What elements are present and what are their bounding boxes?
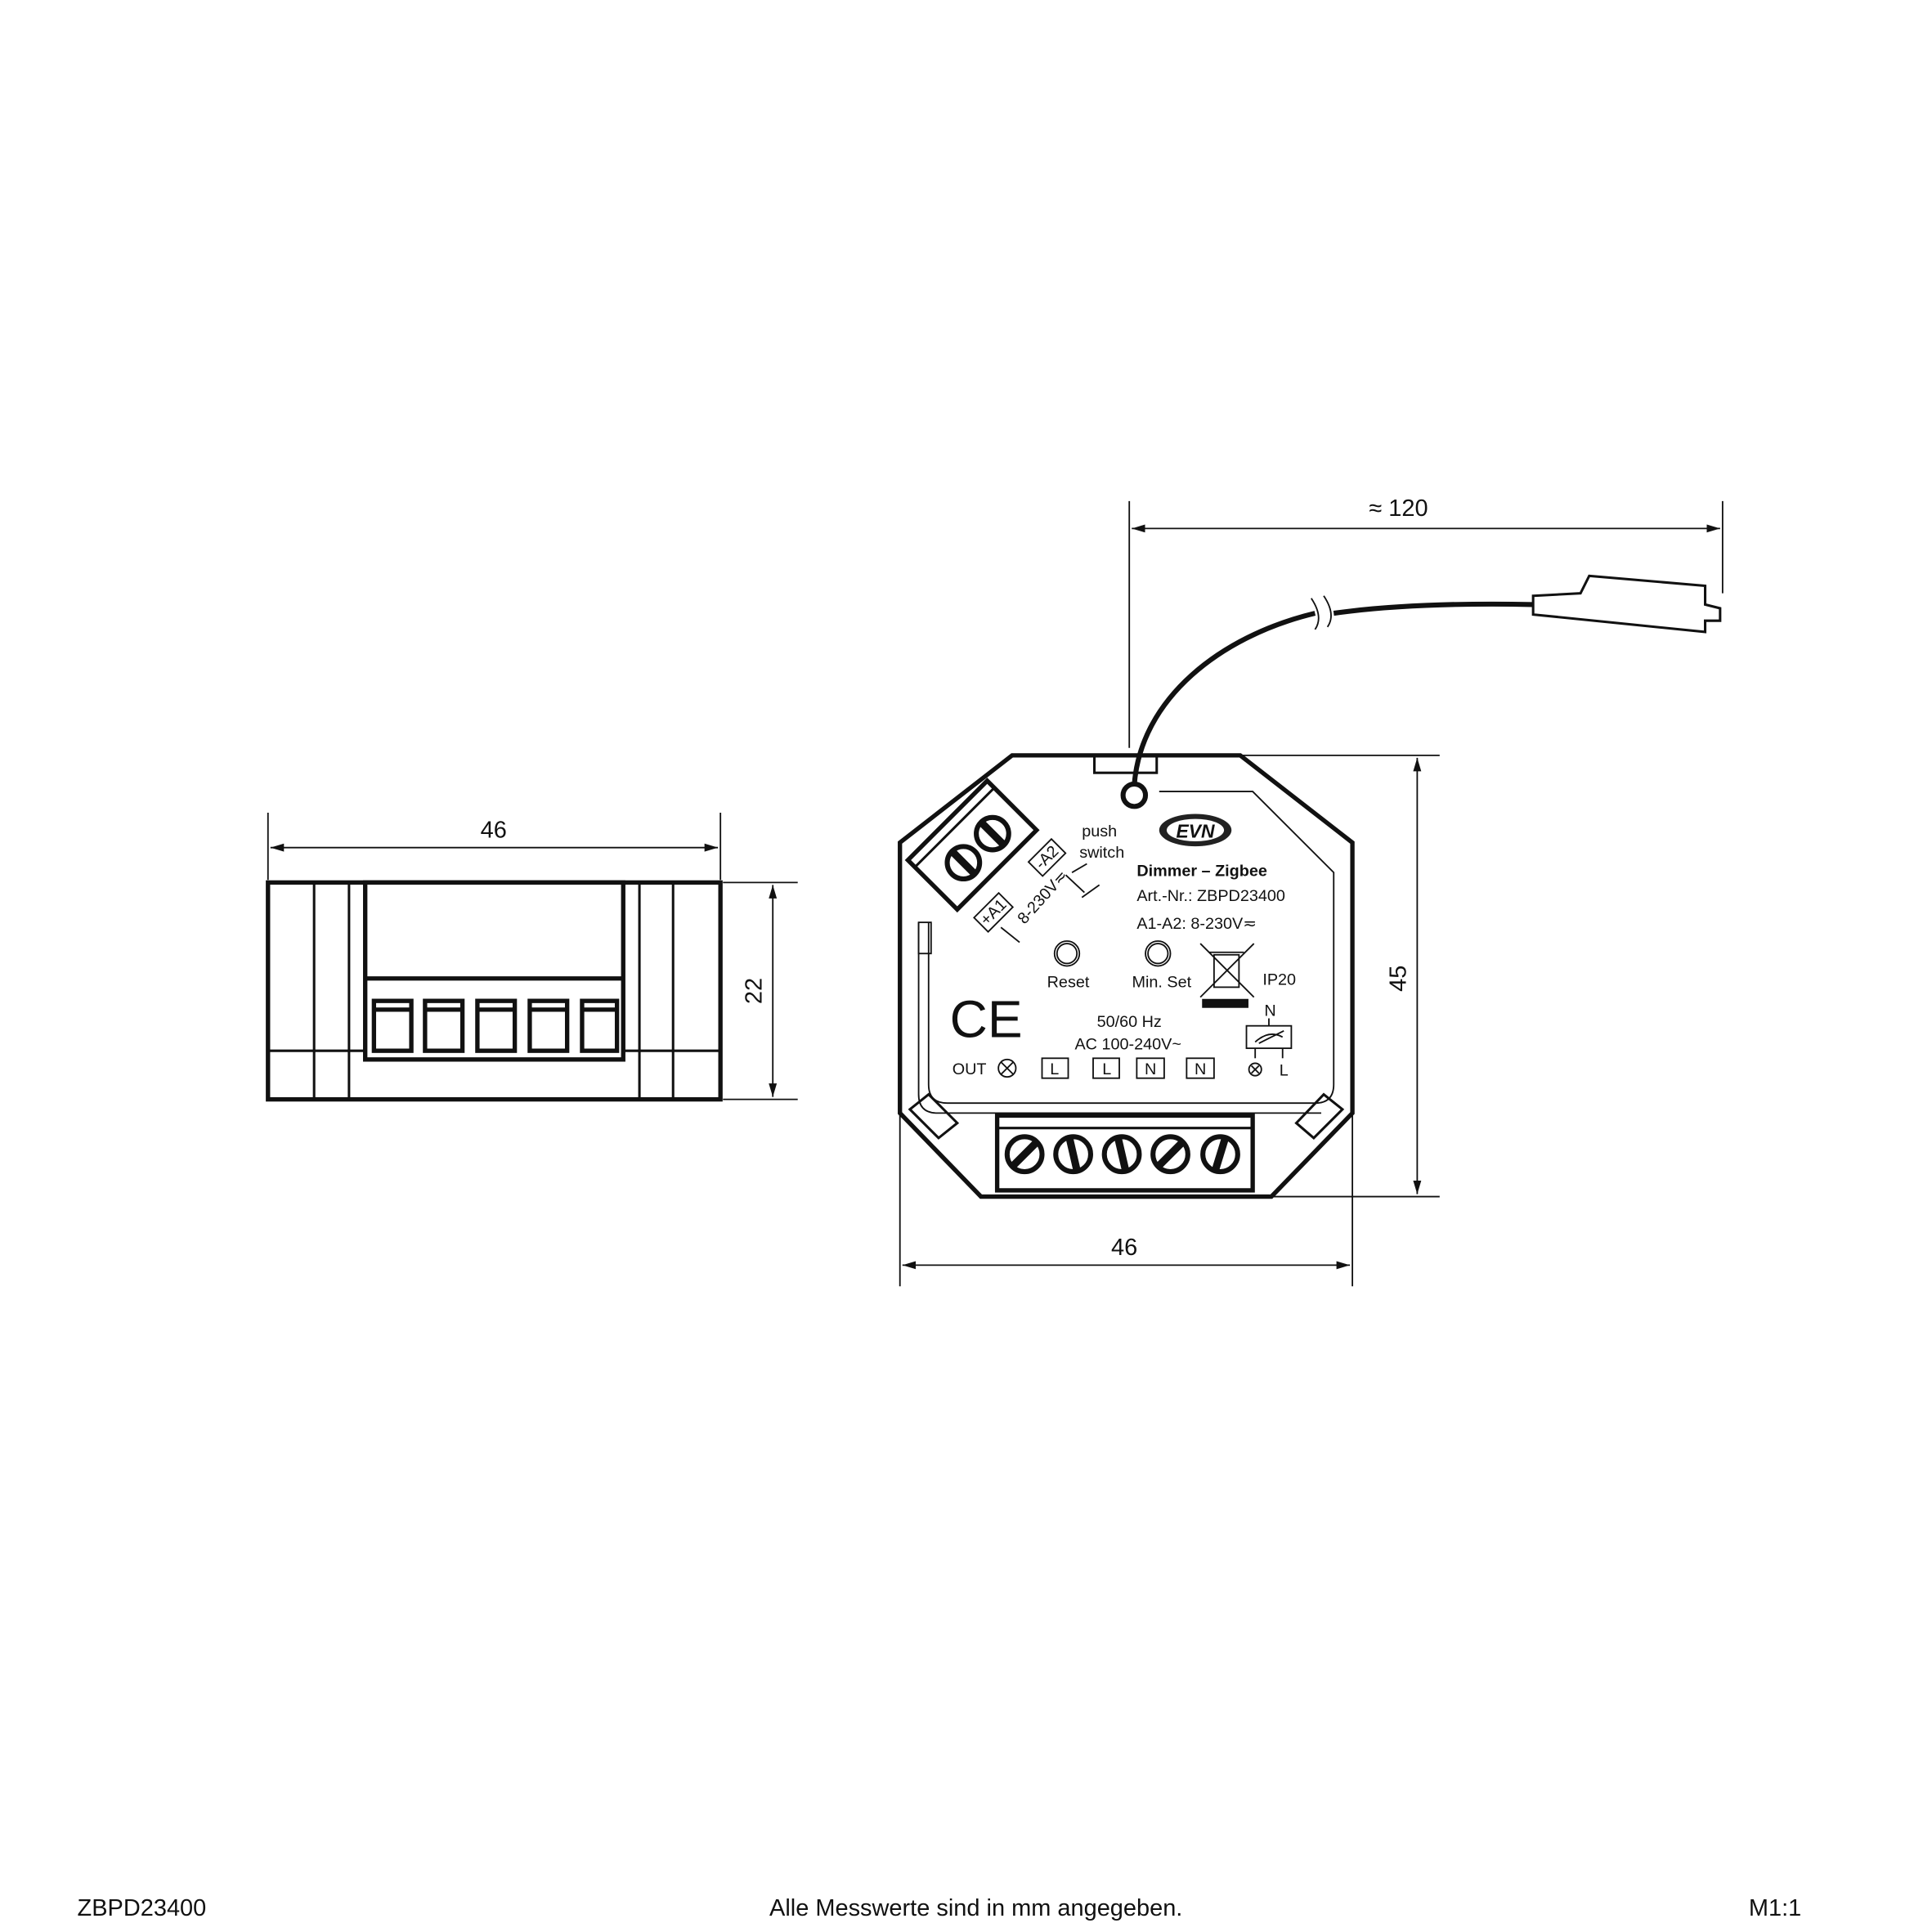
svg-text:EVN: EVN bbox=[1177, 820, 1215, 841]
terminal-label: L bbox=[1050, 1060, 1059, 1078]
product-title: Dimmer – Zigbee bbox=[1136, 863, 1267, 881]
min-set-button[interactable] bbox=[1145, 940, 1172, 967]
cable-plug bbox=[1531, 574, 1722, 634]
reset-button[interactable] bbox=[1053, 940, 1081, 967]
lamp-icon bbox=[997, 1058, 1017, 1078]
cable-entry bbox=[1120, 781, 1149, 809]
plus-a1-label: +A1 bbox=[977, 896, 1011, 930]
front-height-label: 45 bbox=[1386, 966, 1412, 992]
ip-rating: IP20 bbox=[1262, 970, 1296, 988]
footer-scale: M1:1 bbox=[1749, 1895, 1801, 1921]
terminal-label: N bbox=[1195, 1060, 1206, 1078]
screw bbox=[1004, 1134, 1045, 1175]
terminal-label: N bbox=[1145, 1060, 1156, 1078]
side-height-label: 22 bbox=[741, 978, 767, 1004]
screw bbox=[944, 844, 983, 882]
voltage-label: AC 100-240V~ bbox=[1074, 1036, 1181, 1054]
footer-note: Alle Messwerte sind in mm angegeben. bbox=[769, 1895, 1182, 1921]
screw bbox=[1150, 1134, 1190, 1175]
reset-label: Reset bbox=[1047, 973, 1090, 991]
cable-notch bbox=[1093, 754, 1159, 774]
out-label: OUT bbox=[953, 1060, 987, 1078]
side-view: 46 22 bbox=[266, 812, 798, 1102]
push-label: push bbox=[1082, 823, 1117, 840]
push-switch-icon bbox=[1000, 863, 1100, 944]
screw bbox=[974, 814, 1011, 853]
footer-article: ZBPD23400 bbox=[78, 1895, 207, 1921]
screw bbox=[1101, 1134, 1142, 1175]
side-terminals bbox=[371, 998, 620, 1053]
switch-label: switch bbox=[1079, 844, 1124, 862]
input-rating: A1-A2: 8-230V≂ bbox=[1136, 915, 1256, 933]
side-width-label: 46 bbox=[481, 817, 507, 843]
terminal-label: L bbox=[1102, 1060, 1111, 1078]
dimmer-l-label: L bbox=[1280, 1062, 1289, 1080]
terminal-labels: L L N N bbox=[1041, 1057, 1215, 1079]
cable bbox=[1132, 611, 1316, 786]
front-width-label: 46 bbox=[1111, 1235, 1137, 1261]
dimmer-symbol-icon bbox=[1245, 1018, 1293, 1077]
ce-mark: CE bbox=[950, 989, 1023, 1048]
control-terminal-block bbox=[904, 778, 1040, 913]
frequency-label: 50/60 Hz bbox=[1097, 1013, 1162, 1031]
screw bbox=[1053, 1134, 1094, 1175]
evn-logo: EVN bbox=[1159, 814, 1232, 847]
front-height-dimension bbox=[1239, 754, 1440, 1198]
front-width-dimension bbox=[899, 1113, 1354, 1287]
side-height-dimension bbox=[723, 881, 798, 1100]
min-set-label: Min. Set bbox=[1132, 973, 1192, 991]
cable-length-dimension bbox=[1128, 500, 1724, 748]
side-body bbox=[266, 880, 723, 1102]
side-width-dimension bbox=[267, 812, 722, 881]
screw bbox=[1200, 1134, 1240, 1175]
dimmer-n-label: N bbox=[1264, 1002, 1275, 1020]
article-number: Art.-Nr.: ZBPD23400 bbox=[1136, 887, 1285, 905]
weee-bin-icon bbox=[1199, 943, 1255, 1008]
front-view: +A1 -A2 8-230V≂ push switch EVN Dimmer –… bbox=[898, 495, 1724, 1287]
cable-length-label: ≈ 120 bbox=[1369, 495, 1428, 522]
mains-terminal-block bbox=[994, 1113, 1255, 1193]
